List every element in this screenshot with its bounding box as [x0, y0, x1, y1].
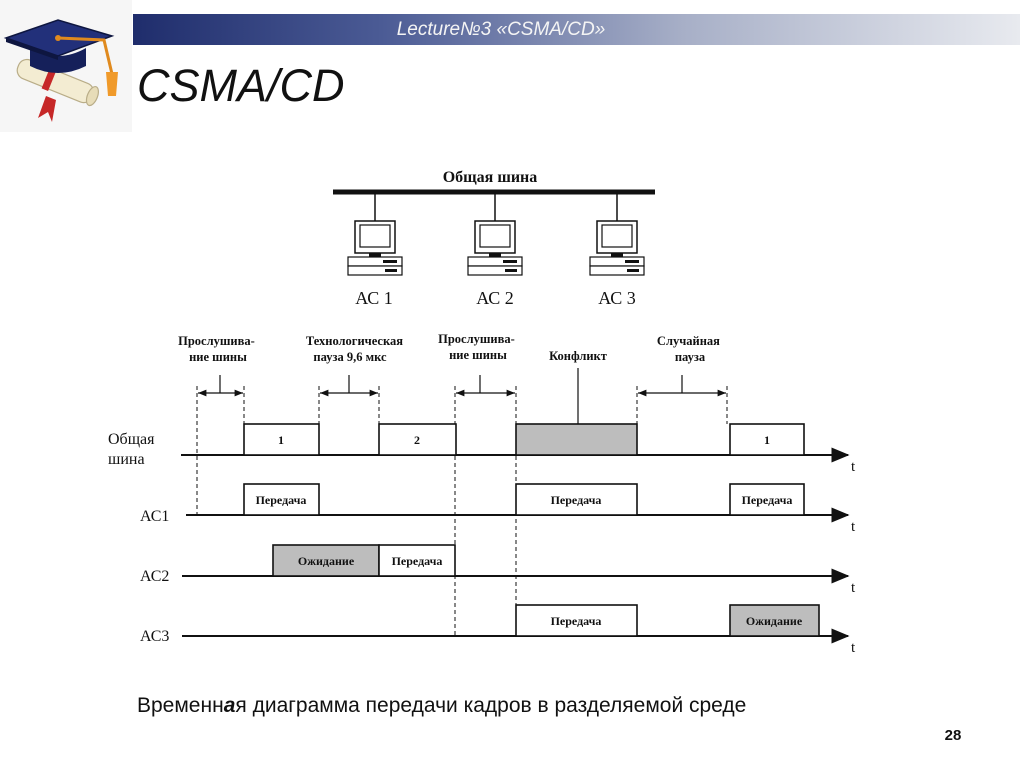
annotation-conflict: Конфликт: [549, 349, 607, 363]
annotation-listen-2: Прослушива- ние шины: [438, 332, 518, 362]
computer-icon: [589, 220, 645, 276]
transmit-label: Передача: [392, 554, 443, 568]
transmit-box: [515, 604, 638, 637]
row-label-ac2: АС2: [140, 568, 169, 585]
header-band: [133, 14, 1020, 45]
transmit-box: [729, 483, 805, 516]
timeline-row-ac3: АС3 t Передача Ожидание: [140, 604, 856, 656]
axis-label-t: t: [851, 519, 856, 535]
lecture-header: Lecture№3 «CSMA/CD»: [396, 19, 606, 40]
caption-emphasis: а: [223, 694, 236, 717]
transmit-label: Передача: [742, 493, 793, 507]
frame-box: [243, 423, 320, 456]
annotation-random-pause: Случайная пауза: [657, 334, 723, 364]
computer-icon: [467, 220, 523, 276]
annotations: Прослушива- ние шины Технологическая пау…: [178, 332, 726, 424]
guide-lines: [196, 386, 728, 636]
annotation-listen-1: Прослушива- ние шины: [178, 334, 258, 364]
axis-label-t: t: [851, 640, 856, 656]
network-topology: Общая шина: [333, 169, 655, 308]
conflict-box: [515, 423, 638, 456]
frame-box: [378, 423, 457, 456]
row-label-bus: Общая шина: [108, 431, 158, 468]
page-number: 28: [944, 727, 962, 744]
waiting-box: [272, 544, 380, 577]
row-label-ac3: АС3: [140, 628, 169, 645]
transmit-box: [243, 483, 320, 516]
waiting-label: Ожидание: [746, 614, 803, 628]
transmit-label: Передача: [256, 493, 307, 507]
station-label-2: АС 2: [476, 288, 514, 308]
axis-label-t: t: [851, 580, 856, 596]
caption-end: я диаграмма передачи кадров в разделяемо…: [235, 694, 747, 717]
diagram-caption: Временная диаграмма передачи кадров в ра…: [137, 692, 897, 720]
waiting-label: Ожидание: [298, 554, 355, 568]
frame-box: [729, 423, 805, 456]
station-label-1: АС 1: [355, 288, 393, 308]
axis-label-t: t: [851, 459, 856, 475]
transmit-box: [378, 544, 456, 577]
timeline-row-ac1: АС1 t Передача Передача Передача: [140, 483, 856, 535]
computer-icon: [347, 220, 403, 276]
waiting-box: [729, 604, 820, 637]
graduation-cap-diploma-icon: [0, 0, 132, 132]
annotation-tech-pause: Технологическая пауза 9,6 мкс: [306, 334, 406, 364]
frame-label: 1: [278, 433, 284, 447]
timeline-row-bus: Общая шина t 1 2 1: [108, 423, 856, 475]
frame-label: 2: [414, 433, 420, 447]
transmit-label: Передача: [551, 614, 602, 628]
frame-label: 1: [764, 433, 770, 447]
bus-label: Общая шина: [443, 169, 538, 186]
slide-title: CSMA/CD: [137, 60, 345, 111]
station-label-3: АС 3: [598, 288, 636, 308]
row-label-ac1: АС1: [140, 508, 169, 525]
caption-start: Временн: [137, 694, 224, 717]
transmit-box: [515, 483, 638, 516]
transmit-label: Передача: [551, 493, 602, 507]
timeline-row-ac2: АС2 t Ожидание Передача: [140, 544, 856, 596]
